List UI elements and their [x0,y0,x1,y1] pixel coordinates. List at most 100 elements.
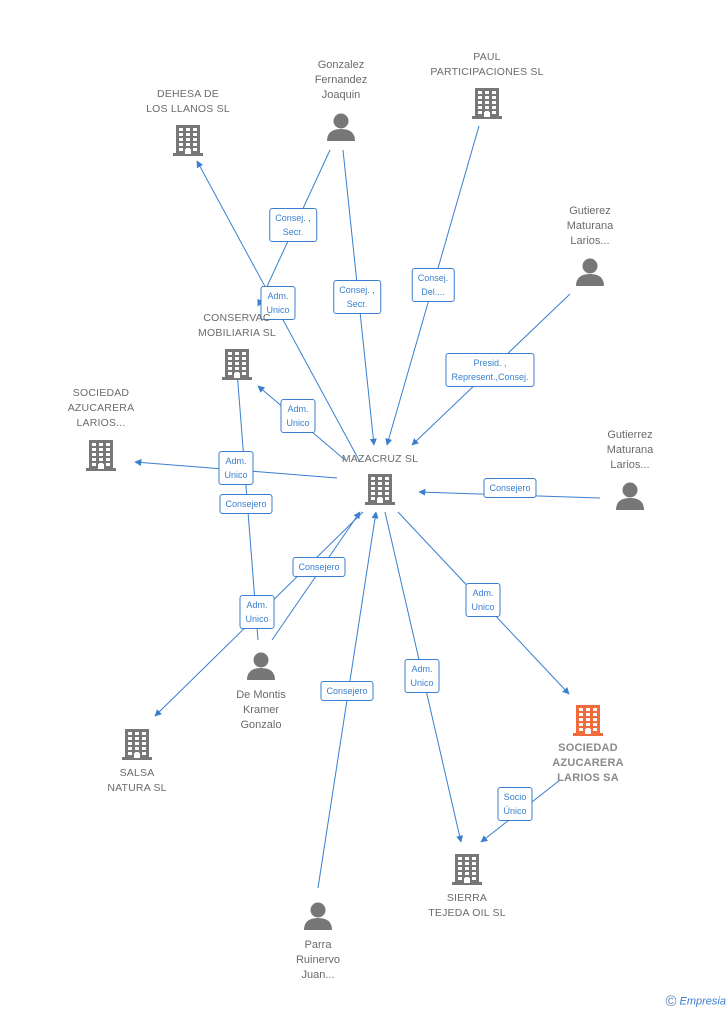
node-label-line: LARIOS... [76,417,126,429]
building-icon-mazacruz[interactable] [365,474,395,505]
edge-label-line: Unico [245,614,269,624]
node-label-line: AZUCARERA [67,402,135,414]
building-icon-dehesa[interactable] [173,125,203,156]
node-label-line: Gutierrez [607,429,653,441]
node-label-line: PAUL [473,51,501,63]
person-icon-demontis[interactable] [247,652,275,681]
node-label-line: Larios... [570,235,610,247]
edge-label-mazacruz-to-salsa[interactable]: Adm. Unico [239,595,275,629]
node-label-line: Maturana [606,444,654,456]
person-icon-gutierrez2[interactable] [616,482,644,511]
edge-label-line: Represent.,Consej. [451,372,529,382]
brand-name: Empresia [679,995,726,1008]
node-label-line: Kramer [242,704,280,716]
edge-label-line: Consej. , [275,213,311,223]
edge-label-line: Adm. [411,664,433,674]
edge-label-line: Unico [286,418,310,428]
edge-label-line: Secr. [282,227,304,237]
edge-label-line: Consej. , [339,285,375,295]
edge-label-line: Unico [410,678,434,688]
edge-label-line: Adm. [287,404,309,414]
node-label-line: MOBILIARIA SL [198,327,276,339]
node-label-line: AZUCARERA [552,757,624,769]
edge-label-gonzalez-to-conservac[interactable]: Consej. , Secr. [269,208,317,242]
edge-label-mazacruz-to-dehesa[interactable]: Adm. Unico [260,286,296,320]
node-label-azucarera_sa[interactable]: SOCIEDAD AZUCARERA LARIOS SA [552,741,623,786]
node-label-line: De Montis [236,689,286,701]
node-label-line: NATURA SL [107,782,167,794]
node-label-line: TEJEDA OIL SL [428,907,506,919]
building-icon-sierra[interactable] [452,854,482,885]
node-label-line: CONSERVAC [203,312,271,324]
edge-label-line: Consejero [225,499,267,509]
node-label-line: Larios... [610,459,650,471]
node-label-paul[interactable]: PAUL PARTICIPACIONES SL [430,50,543,80]
edge-label-line: Consejero [298,562,340,572]
node-label-line: SOCIEDAD [72,387,130,399]
building-icon-paul[interactable] [472,88,502,119]
node-label-line: PARTICIPACIONES SL [430,66,544,78]
edge-label-line: Consejero [326,686,368,696]
node-label-line: Gonzalo [240,719,282,731]
node-label-dehesa[interactable]: DEHESA DE LOS LLANOS SL [146,87,230,117]
building-icon-azucarera_sa[interactable] [573,705,603,736]
node-label-line: MAZACRUZ SL [341,453,419,465]
edge-label-gutierez1-to-mazacruz[interactable]: Presid. ,Represent.,Consej. [445,353,535,387]
node-label-mazacruz[interactable]: MAZACRUZ SL [342,452,418,467]
edge-label-gutierrez2-to-mazacruz[interactable]: Consejero [483,478,537,498]
building-icon-conservac[interactable] [222,349,252,380]
edge-label-line: Adm. [267,291,289,301]
node-label-sierra[interactable]: SIERRA TEJEDA OIL SL [428,891,506,921]
edge-label-parra-to-mazacruz[interactable]: Consejero [320,681,374,701]
node-label-line: Maturana [566,220,614,232]
node-label-line: SIERRA [446,892,488,904]
edge-label-line: Unico [266,305,290,315]
edge-label-line: Adm. [246,600,268,610]
edge-label-demontis-to-conservac[interactable]: Consejero [219,494,273,514]
node-label-line: Ruinervo [295,954,341,966]
edge-label-line: Unico [224,470,248,480]
building-icon-salsa[interactable] [122,729,152,760]
edge-label-line: Unico [471,602,495,612]
edge-label-demontis-to-mazacruz[interactable]: Consejero [292,557,346,577]
node-label-line: Joaquin [321,89,361,101]
node-label-line: LARIOS SA [557,772,619,784]
edge-label-line: Único [503,806,527,816]
edge-label-mazacruz-to-sierra[interactable]: Adm. Unico [404,659,440,693]
node-label-line: DEHESA DE [157,88,219,100]
footer-brand[interactable]: ©Empresia [665,993,726,1010]
node-label-line: SOCIEDAD [558,742,618,754]
edge-label-paul-to-mazacruz[interactable]: Consej.Del.... [411,268,455,302]
person-icon-gonzalez[interactable] [327,113,355,142]
person-icon-gutierez1[interactable] [576,258,604,287]
node-label-azucarera_larios_dots[interactable]: SOCIEDAD AZUCARERA LARIOS... [68,386,135,431]
edge-label-mazacruz-to-azucarera_sa[interactable]: Adm. Unico [465,583,501,617]
edge-label-line: Consej. [417,273,449,283]
edge-label-line: Adm. [472,588,494,598]
edge-label-mazacruz-to-conservac[interactable]: Adm. Unico [280,399,316,433]
node-label-line: LOS LLANOS SL [146,103,230,115]
edge-label-line: Secr. [346,299,368,309]
node-label-line: Juan... [301,969,335,981]
node-label-line: Gutierez [569,205,611,217]
building-icon-azucarera_larios_dots[interactable] [86,440,116,471]
node-label-line: Parra [304,939,332,951]
edge-label-gonzalez-to-mazacruz[interactable]: Consej. , Secr. [333,280,381,314]
node-label-line: Gonzalez [317,59,365,71]
person-icon-parra[interactable] [304,902,332,931]
node-label-line: SALSA [119,767,155,779]
edge-label-line: Socio [503,792,527,802]
node-label-salsa[interactable]: SALSA NATURA SL [107,766,166,796]
copyright-icon: © [665,993,677,1010]
node-label-line: Fernandez [314,74,368,86]
node-label-conservac[interactable]: CONSERVAC MOBILIARIA SL [198,311,276,341]
edge-label-mazacruz-to-azucarera_larios_dots[interactable]: Adm. Unico [218,451,254,485]
edge-label-line: Adm. [225,456,247,466]
